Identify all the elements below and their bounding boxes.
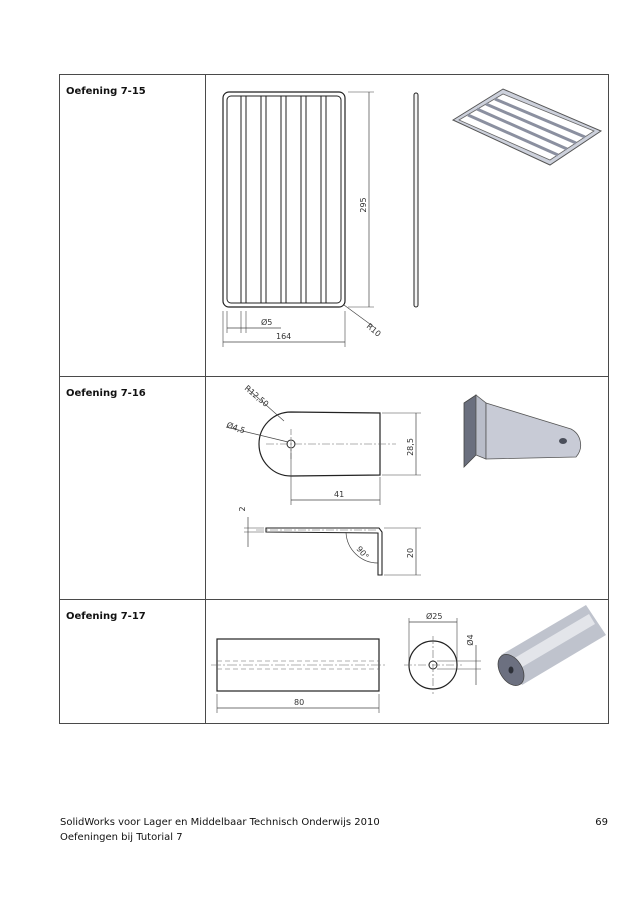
shaft-isometric-view: [497, 605, 606, 686]
exercise-table: Oefening 7-15 295: [59, 74, 609, 724]
bracket-isometric-view: [463, 394, 582, 468]
dim-width: 164: [276, 332, 291, 341]
dim-height: 28,5: [406, 438, 415, 456]
bracket-front-view: [265, 527, 383, 576]
dim-length: 80: [294, 698, 304, 707]
dim-diameter: Ø25: [426, 611, 442, 621]
exercise-label-cell: Oefening 7-16: [59, 376, 206, 600]
dim-hole: Ø4: [465, 634, 475, 645]
page-number: 69: [595, 817, 608, 828]
dim-thickness: 2: [238, 506, 247, 511]
dim-radius: R12,50: [243, 384, 271, 409]
footer-title: SolidWorks voor Lager en Middelbaar Tech…: [60, 817, 380, 828]
dim-hole: Ø4,5: [225, 419, 246, 435]
exercise-title: Oefening 7-15: [66, 86, 146, 97]
exercise-title: Oefening 7-17: [66, 611, 146, 622]
dim-height: 295: [359, 197, 368, 212]
shaft-drawing: 80 Ø25 Ø4: [211, 605, 606, 713]
exercise-row-7-17: Oefening 7-17 80: [59, 599, 609, 724]
exercise-drawing-cell: 295 Ø5 164 R10: [205, 74, 609, 377]
exercise-row-7-16: Oefening 7-16 R12,50 Ø4,5 28,5: [59, 376, 609, 600]
dim-flange: 20: [406, 548, 415, 558]
footer-subtitle: Oefeningen bij Tutorial 7: [60, 832, 183, 843]
rack-side-view: [413, 92, 419, 308]
page-footer: SolidWorks voor Lager en Middelbaar Tech…: [60, 815, 608, 845]
rack-drawing: 295 Ø5 164 R10: [222, 88, 603, 347]
dim-diameter: Ø5: [261, 317, 272, 327]
dim-length: 41: [334, 490, 344, 499]
exercise-label-cell: Oefening 7-17: [59, 599, 206, 724]
exercise-drawing-cell: R12,50 Ø4,5 28,5 41: [205, 376, 609, 600]
rack-isometric-view: [451, 88, 603, 166]
rack-outer-frame: [222, 91, 346, 308]
rack-bars: [240, 95, 327, 304]
dim-angle: 90°: [354, 545, 370, 562]
exercise-drawing-cell: 80 Ø25 Ø4: [205, 599, 609, 724]
rack-inner-frame: [226, 95, 342, 304]
bracket-top-view: [258, 411, 381, 477]
exercise-row-7-15: Oefening 7-15 295: [59, 74, 609, 377]
bracket-drawing: R12,50 Ø4,5 28,5 41: [225, 384, 582, 576]
exercise-title: Oefening 7-16: [66, 388, 146, 399]
dim-radius: R10: [365, 322, 383, 339]
exercise-label-cell: Oefening 7-15: [59, 74, 206, 377]
